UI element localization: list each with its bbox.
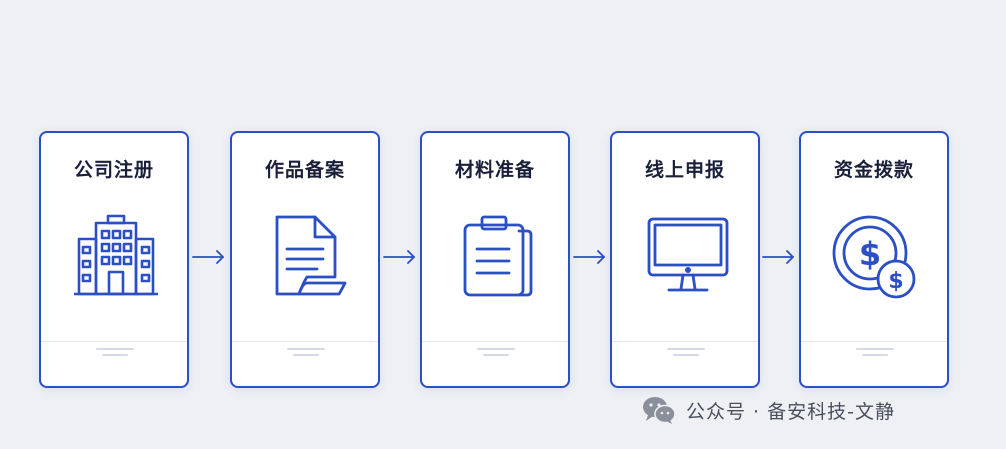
placeholder-line	[673, 354, 699, 356]
placeholder-line	[102, 354, 128, 356]
step-card-fund-disbursement: 资金拨款 $ $	[799, 131, 949, 388]
arrow-right-icon	[192, 250, 224, 264]
placeholder-line	[477, 348, 515, 350]
placeholder-line	[667, 348, 705, 350]
document-icon	[275, 215, 347, 296]
card-divider	[41, 341, 187, 342]
clipboard-icon	[463, 215, 533, 297]
dollar-coins-icon: $ $	[832, 215, 916, 299]
placeholder-line	[96, 348, 134, 350]
placeholder-line	[483, 354, 509, 356]
monitor-icon	[647, 217, 729, 292]
card-divider	[612, 341, 758, 342]
office-building-icon	[74, 214, 158, 296]
arrow-right-icon	[573, 250, 605, 264]
svg-text:$: $	[859, 235, 881, 273]
arrow-right-icon	[383, 250, 415, 264]
watermark-text: 公众号 · 备安科技-文静	[686, 400, 895, 423]
card-divider	[801, 341, 947, 342]
svg-text:$: $	[888, 269, 903, 294]
step-card-work-filing: 作品备案	[230, 131, 380, 388]
placeholder-line	[862, 354, 888, 356]
placeholder-line	[856, 348, 894, 350]
step-title: 资金拨款	[833, 159, 914, 181]
card-divider	[232, 341, 378, 342]
step-title: 材料准备	[454, 159, 535, 181]
placeholder-line	[293, 354, 319, 356]
step-card-material-preparation: 材料准备	[420, 131, 570, 388]
step-title: 公司注册	[73, 159, 154, 181]
step-card-company-registration: 公司注册	[39, 131, 189, 388]
card-divider	[422, 341, 568, 342]
placeholder-line	[287, 348, 325, 350]
wechat-logo-icon	[643, 397, 676, 424]
step-title: 线上申报	[644, 159, 725, 181]
arrow-right-icon	[762, 250, 794, 264]
step-title: 作品备案	[264, 159, 345, 181]
step-card-online-application: 线上申报	[610, 131, 760, 388]
watermark: 公众号 · 备安科技-文静	[642, 393, 895, 427]
